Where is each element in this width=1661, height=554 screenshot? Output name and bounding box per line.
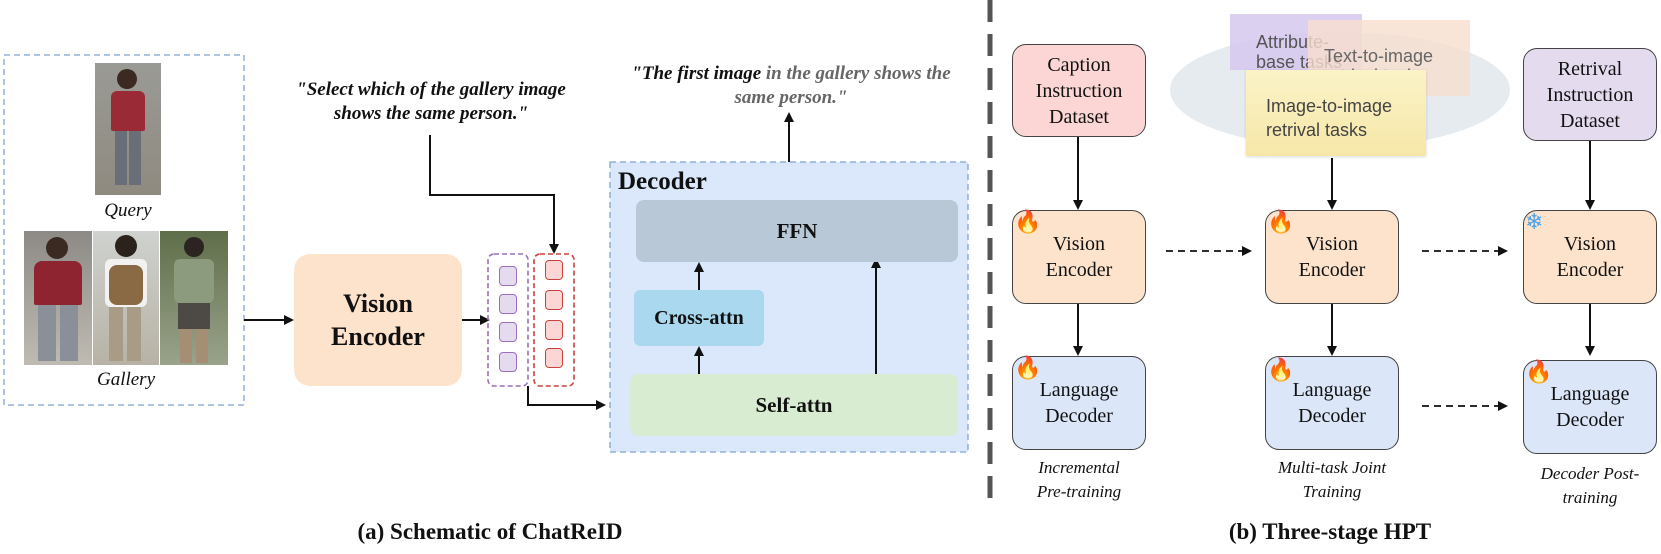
fire-icon: 🔥: [1014, 210, 1042, 235]
caption-a: (a) Schematic of ChatReID: [357, 519, 623, 544]
gallery-image-2: [93, 231, 159, 365]
text-token: [545, 348, 563, 368]
fire-icon: 🔥: [1267, 210, 1295, 235]
vision-encoder-box: Vision Encoder: [294, 254, 462, 386]
answer-highlight: "The first image: [631, 63, 762, 84]
gallery-image-1: [24, 231, 92, 365]
visual-token: [499, 322, 517, 342]
answer-rest: in the gallery shows the same person.": [734, 63, 951, 108]
language-decoder-stage1: Language Decoder: [1012, 356, 1146, 450]
fire-icon: 🔥: [1525, 360, 1553, 385]
caption-instruction-dataset: Caption Instruction Dataset: [1012, 44, 1146, 137]
language-decoder-stage3: Language Decoder: [1523, 360, 1657, 454]
stage2-label: Multi-task Joint Training: [1277, 458, 1387, 501]
vision-encoder-stage3: Vision Encoder: [1523, 210, 1657, 304]
text-token: [545, 290, 563, 310]
text-token: [545, 260, 563, 280]
query-image: [95, 63, 161, 195]
task-card-img2img: Image-to-image retrival tasks: [1246, 70, 1426, 156]
vision-encoder-stage2: Vision Encoder: [1265, 210, 1399, 304]
text-token: [545, 320, 563, 340]
gallery-label: Gallery: [96, 369, 156, 390]
stage3-label: Decoder Post-training: [1540, 464, 1640, 507]
cross-attn-block: Cross-attn: [634, 290, 764, 346]
prompt-text: "Select which of the gallery image shows…: [296, 79, 566, 124]
vision-encoder-stage1: Vision Encoder: [1012, 210, 1146, 304]
language-decoder-stage2: Language Decoder: [1265, 356, 1399, 450]
caption-b: (b) Three-stage HPT: [1228, 519, 1432, 544]
answer-text: "The first image in the gallery shows th…: [626, 62, 956, 110]
query-label: Query: [104, 200, 152, 221]
visual-token: [499, 294, 517, 314]
gallery-image-3: [160, 231, 228, 365]
visual-token: [499, 266, 517, 286]
fire-icon: 🔥: [1014, 356, 1042, 381]
fire-icon: 🔥: [1267, 358, 1295, 383]
snowflake-icon: ❄: [1525, 210, 1544, 235]
query-gallery-frame: [3, 54, 245, 406]
decoder-title: Decoder: [618, 168, 707, 195]
ffn-block: FFN: [636, 200, 958, 262]
self-attn-block: Self-attn: [630, 374, 958, 436]
retrival-instruction-dataset: Retrival Instruction Dataset: [1523, 48, 1657, 141]
visual-token: [499, 352, 517, 372]
stage1-label: Incremental Pre-training: [1036, 458, 1122, 501]
